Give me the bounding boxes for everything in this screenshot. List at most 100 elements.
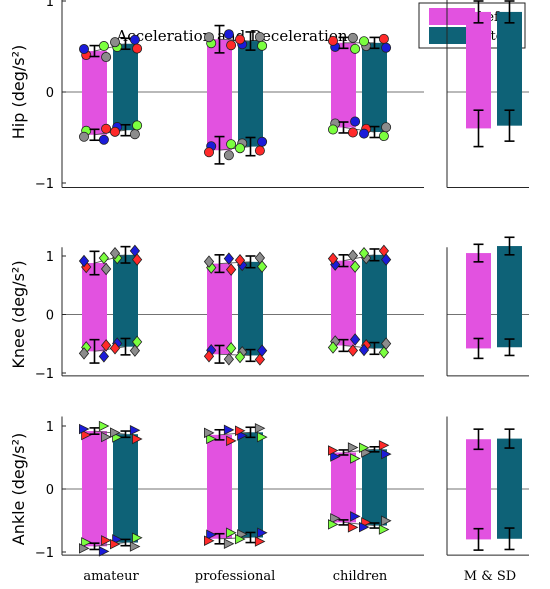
data-point bbox=[327, 445, 339, 456]
y-tick-label: 1 bbox=[46, 250, 54, 265]
data-point bbox=[110, 427, 121, 438]
bar-before bbox=[207, 434, 232, 539]
data-point bbox=[132, 120, 143, 131]
summary-bar-before bbox=[466, 439, 491, 540]
data-point bbox=[101, 535, 112, 546]
summary-bar-after bbox=[497, 246, 522, 348]
data-point bbox=[381, 515, 392, 526]
connector-bottom bbox=[94, 346, 126, 352]
data-point bbox=[257, 527, 268, 538]
bar-before bbox=[82, 431, 107, 547]
bar-after bbox=[362, 254, 387, 349]
x-label-summary: M & SD bbox=[464, 569, 516, 584]
data-point bbox=[109, 342, 121, 355]
summary-bar-before bbox=[466, 11, 491, 129]
data-point bbox=[358, 521, 370, 533]
data-point bbox=[226, 435, 237, 447]
data-point bbox=[79, 131, 90, 142]
bar-before bbox=[331, 260, 356, 346]
data-point bbox=[378, 440, 390, 451]
data-point bbox=[381, 122, 392, 133]
data-point bbox=[358, 128, 369, 139]
y-tick-label: 0 bbox=[46, 483, 54, 498]
data-point bbox=[129, 541, 141, 552]
data-point bbox=[98, 251, 110, 265]
data-point bbox=[234, 350, 246, 364]
data-point bbox=[257, 40, 268, 51]
data-point bbox=[131, 335, 143, 349]
data-point bbox=[254, 423, 266, 434]
data-point bbox=[381, 42, 392, 53]
data-point bbox=[254, 353, 266, 366]
legend-swatch-before bbox=[429, 8, 475, 25]
data-point bbox=[203, 535, 215, 547]
y-axis-label: Knee (deg/s²) bbox=[9, 260, 28, 368]
bar-after bbox=[113, 254, 138, 347]
data-point bbox=[327, 519, 339, 530]
data-point bbox=[347, 442, 359, 453]
data-point bbox=[79, 423, 90, 435]
data-point bbox=[378, 524, 390, 535]
data-point bbox=[79, 44, 90, 55]
data-point bbox=[101, 123, 112, 134]
data-point bbox=[350, 43, 361, 54]
data-point bbox=[257, 431, 268, 443]
data-point bbox=[98, 134, 109, 145]
data-point bbox=[109, 246, 121, 260]
data-point bbox=[327, 35, 338, 46]
connector-bottom bbox=[343, 345, 375, 349]
data-point bbox=[129, 34, 140, 45]
data-point bbox=[132, 433, 143, 445]
data-point bbox=[203, 255, 215, 268]
data-point bbox=[131, 253, 143, 266]
data-point bbox=[347, 249, 359, 262]
summary-bar-after bbox=[497, 438, 522, 539]
data-point bbox=[358, 36, 369, 47]
data-point bbox=[223, 538, 235, 550]
data-point bbox=[98, 546, 110, 557]
data-point bbox=[110, 126, 121, 137]
data-point bbox=[129, 129, 140, 140]
data-point bbox=[378, 346, 390, 359]
data-point bbox=[223, 150, 234, 161]
data-point bbox=[206, 529, 217, 541]
bar-after bbox=[113, 434, 138, 543]
data-point bbox=[254, 32, 265, 43]
summary-bar-before bbox=[466, 253, 491, 349]
legend-swatch-after bbox=[429, 27, 475, 44]
data-point bbox=[81, 537, 92, 548]
data-point bbox=[203, 147, 214, 158]
data-point bbox=[78, 347, 90, 360]
connector-bottom bbox=[94, 129, 126, 136]
data-point bbox=[234, 34, 245, 45]
data-point bbox=[225, 342, 237, 355]
data-point bbox=[81, 429, 92, 441]
data-point bbox=[234, 254, 246, 267]
bar-before bbox=[331, 452, 356, 523]
data-point bbox=[257, 136, 268, 147]
data-point bbox=[256, 260, 268, 273]
bar-after bbox=[113, 43, 138, 131]
data-point bbox=[256, 344, 268, 357]
data-point bbox=[347, 344, 359, 357]
data-point bbox=[101, 431, 112, 443]
x-label-amateur: amateur bbox=[83, 569, 139, 584]
y-tick-label: 0 bbox=[46, 86, 54, 101]
data-point bbox=[98, 420, 110, 432]
data-point bbox=[350, 453, 361, 464]
bar-before bbox=[331, 42, 356, 128]
bar-after bbox=[238, 432, 263, 538]
y-tick-label: 1 bbox=[46, 0, 54, 10]
data-point bbox=[347, 127, 358, 138]
data-point bbox=[350, 116, 361, 127]
data-point bbox=[98, 350, 110, 363]
data-point bbox=[223, 353, 235, 366]
x-label-children: children bbox=[333, 569, 388, 584]
data-point bbox=[378, 131, 389, 142]
data-point bbox=[347, 32, 358, 43]
data-point bbox=[79, 543, 90, 554]
y-tick-label: 0 bbox=[46, 309, 54, 324]
summary-bar-after bbox=[497, 11, 522, 126]
